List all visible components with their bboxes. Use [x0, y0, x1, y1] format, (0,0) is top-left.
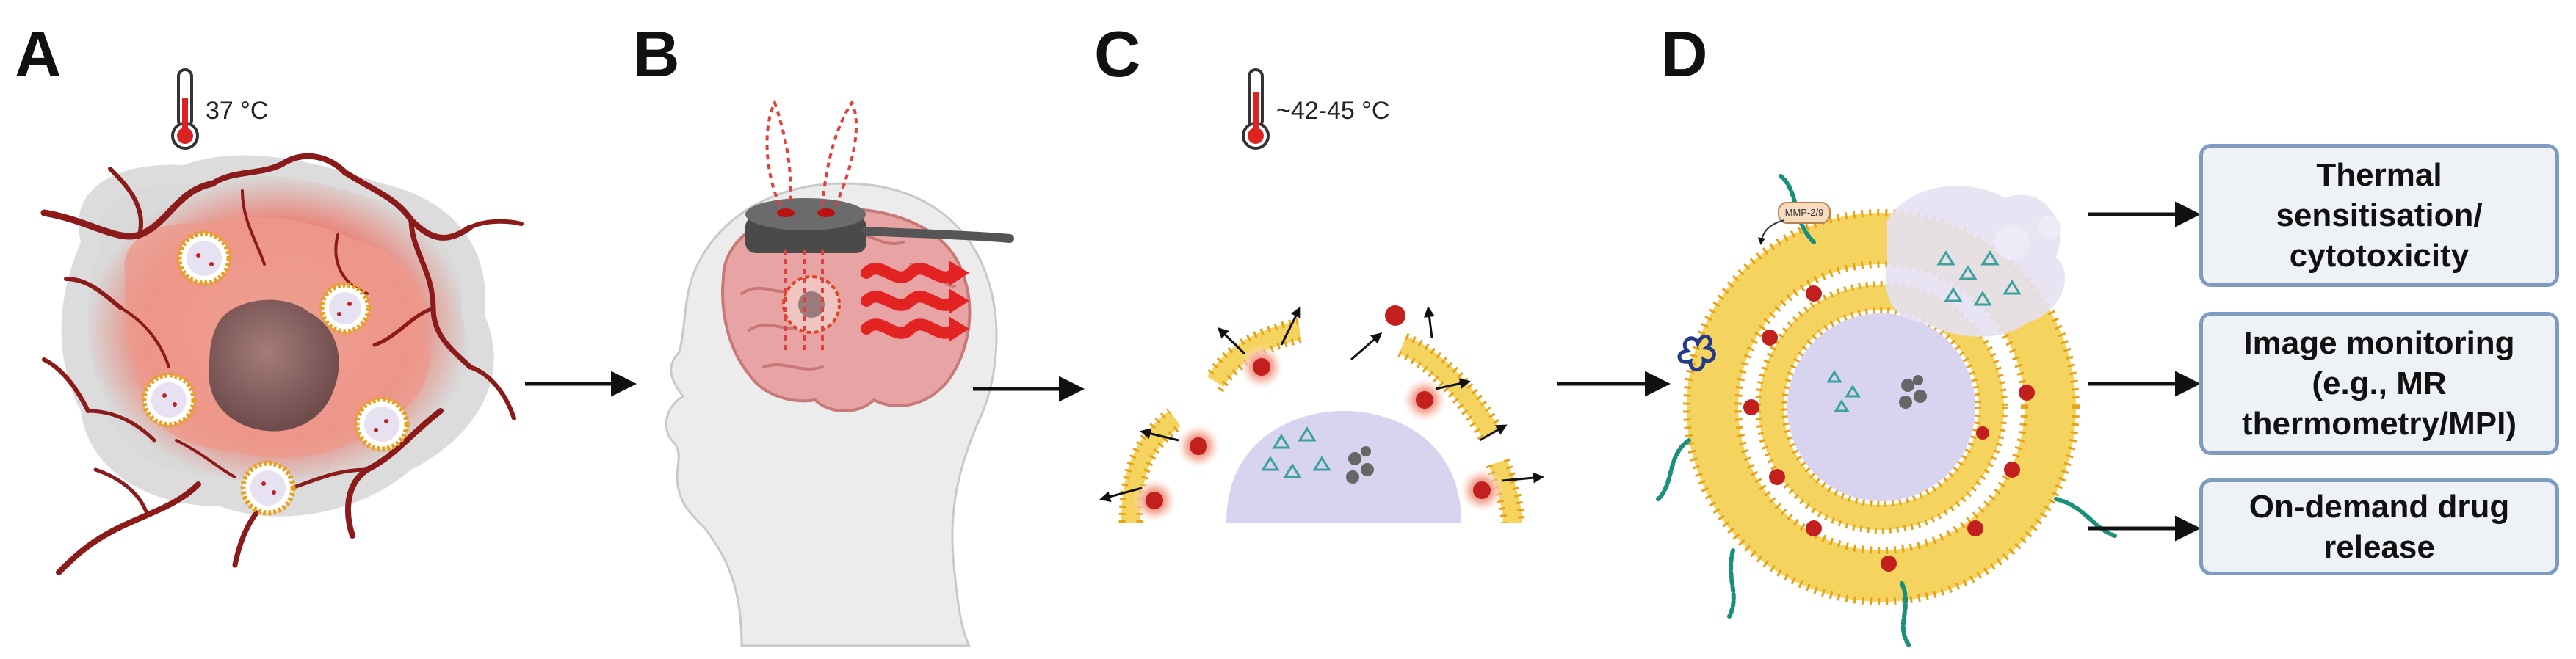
- outcome-line: release: [2323, 529, 2435, 565]
- temperature-label-a: 37 °C: [206, 97, 269, 125]
- outcome-line: Thermal: [2316, 157, 2442, 193]
- liposome-icon: [141, 230, 410, 516]
- liposome-icon: [1656, 174, 2117, 648]
- enzyme-tag-label: MMP-2/9: [1784, 207, 1824, 218]
- outcome-line: thermometry/MPI): [2241, 406, 2517, 442]
- magnetic-coil-icon: [745, 98, 1014, 352]
- outcome-box-thermal: Thermal sensitisation/ cytotoxicity: [2199, 144, 2559, 287]
- outcome-line: Image monitoring: [2243, 325, 2515, 361]
- enzyme-tag: [1778, 202, 1831, 224]
- liposome-icon: [1099, 305, 1544, 523]
- panel-letter-a: A: [15, 18, 62, 90]
- outcome-line: (e.g., MR: [2312, 365, 2447, 401]
- outcome-line: cytotoxicity: [2289, 238, 2470, 274]
- outcome-box-drug-release: On-demand drug release: [2199, 478, 2559, 575]
- outcome-line: sensitisation/: [2276, 197, 2483, 233]
- panel-letter-b: B: [633, 18, 680, 90]
- panel-letter-c: C: [1094, 18, 1141, 90]
- panel-letter-d: D: [1661, 18, 1708, 90]
- temperature-label-c: ~42-45 °C: [1276, 97, 1390, 125]
- thermometer-icon: [1242, 68, 1270, 150]
- thermometer-icon: [171, 68, 199, 150]
- tumor-illustration: [40, 153, 524, 575]
- outcome-box-imaging: Image monitoring (e.g., MR thermometry/M…: [2199, 312, 2559, 455]
- outcome-line: On-demand drug: [2248, 489, 2510, 525]
- heat-wave-icon: [861, 261, 969, 342]
